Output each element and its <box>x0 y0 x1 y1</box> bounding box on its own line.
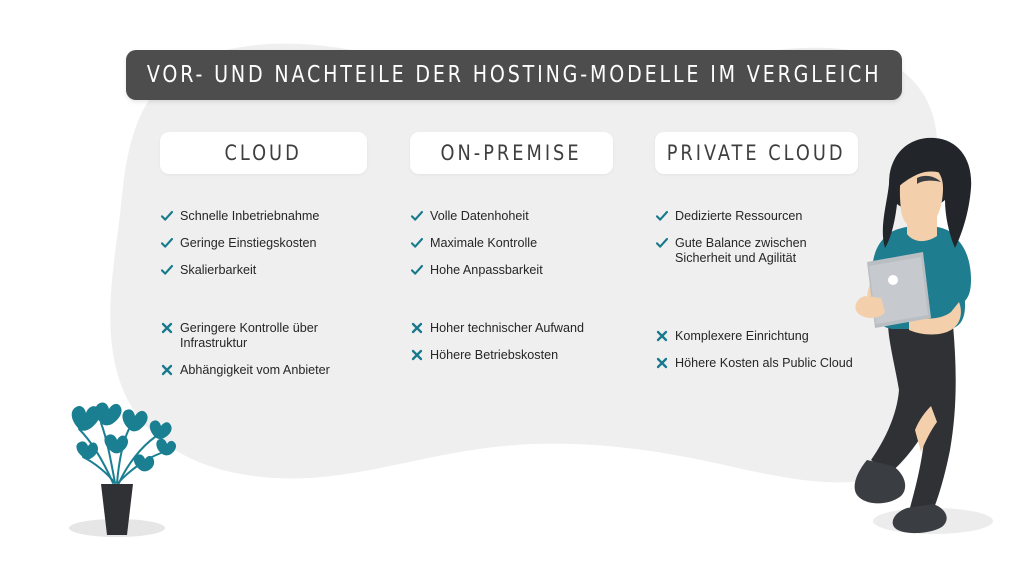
con-label: Hoher technischer Aufwand <box>430 321 585 335</box>
cons-list-private-cloud: Komplexere Einrichtung Höhere Kosten als… <box>655 329 895 371</box>
pro-label: Skalierbarkeit <box>180 263 257 277</box>
con-item: Hoher technischer Aufwand <box>410 321 660 336</box>
con-item: Geringere Kontrolle über Infrastruktur <box>160 321 410 351</box>
pros-list-cloud: Schnelle Inbetriebnahme Geringe Einstieg… <box>160 209 410 278</box>
pro-label: Maximale Kontrolle <box>430 236 538 250</box>
cons-list-on-premise: Hoher technischer Aufwand Höhere Betrieb… <box>410 321 660 363</box>
pro-label: Hohe Anpassbarkeit <box>430 263 543 277</box>
con-item: Abhängigkeit vom Anbieter <box>160 363 410 378</box>
cross-icon <box>160 321 180 335</box>
pro-item: Skalierbarkeit <box>160 263 410 278</box>
con-label: Komplexere Einrichtung <box>675 329 809 343</box>
column-private-cloud: PRIVATE CLOUD Dedizierte Ressourcen Gute… <box>655 132 895 383</box>
cross-icon <box>655 329 675 343</box>
pro-label: Volle Datenhoheit <box>430 209 529 223</box>
con-label: Abhängigkeit vom Anbieter <box>180 363 330 377</box>
con-item: Höhere Betriebskosten <box>410 348 660 363</box>
pro-label: Geringe Einstiegskosten <box>180 236 317 250</box>
check-icon <box>160 209 180 223</box>
pro-item: Schnelle Inbetriebnahme <box>160 209 410 224</box>
con-item: Höhere Kosten als Public Cloud <box>655 356 895 371</box>
con-label: Höhere Kosten als Public Cloud <box>675 356 853 370</box>
column-header-cloud: CLOUD <box>160 132 367 174</box>
con-label: Höhere Betriebskosten <box>430 348 559 362</box>
pro-item: Dedizierte Ressourcen <box>655 209 895 224</box>
check-icon <box>410 236 430 250</box>
check-icon <box>160 263 180 277</box>
column-title: ON-PREMISE <box>440 141 583 165</box>
cross-icon <box>410 321 430 335</box>
cons-list-cloud: Geringere Kontrolle über Infrastruktur A… <box>160 321 410 378</box>
column-header-private-cloud: PRIVATE CLOUD <box>655 132 858 174</box>
pros-list-on-premise: Volle Datenhoheit Maximale Kontrolle Hoh… <box>410 209 660 278</box>
pro-item: Volle Datenhoheit <box>410 209 660 224</box>
cross-icon <box>655 356 675 370</box>
check-icon <box>410 209 430 223</box>
page-title-banner: VOR- UND NACHTEILE DER HOSTING-MODELLE I… <box>126 50 902 100</box>
pro-label: Dedizierte Ressourcen <box>675 209 803 223</box>
pro-item: Hohe Anpassbarkeit <box>410 263 660 278</box>
potted-plant-illustration <box>69 402 177 537</box>
column-title: CLOUD <box>224 141 303 165</box>
column-cloud: CLOUD Schnelle Inbetriebnahme Geringe Ei… <box>160 132 410 390</box>
column-on-premise: ON-PREMISE Volle Datenhoheit Maximale Ko… <box>410 132 660 375</box>
pro-label: Gute Balance zwischen Sicherheit und Agi… <box>675 236 807 265</box>
cross-icon <box>160 363 180 377</box>
cross-icon <box>410 348 430 362</box>
check-icon <box>655 209 675 223</box>
page-title: VOR- UND NACHTEILE DER HOSTING-MODELLE I… <box>146 62 882 88</box>
pro-item: Gute Balance zwischen Sicherheit und Agi… <box>655 236 895 266</box>
column-title: PRIVATE CLOUD <box>667 141 846 165</box>
check-icon <box>410 263 430 277</box>
woman-holding-laptop-illustration <box>854 137 993 534</box>
check-icon <box>655 236 675 250</box>
pros-list-private-cloud: Dedizierte Ressourcen Gute Balance zwisc… <box>655 209 895 266</box>
pro-item: Maximale Kontrolle <box>410 236 660 251</box>
con-label: Geringere Kontrolle über Infrastruktur <box>180 321 318 350</box>
pro-label: Schnelle Inbetriebnahme <box>180 209 320 223</box>
con-item: Komplexere Einrichtung <box>655 329 895 344</box>
column-header-on-premise: ON-PREMISE <box>410 132 613 174</box>
pro-item: Geringe Einstiegskosten <box>160 236 410 251</box>
check-icon <box>160 236 180 250</box>
